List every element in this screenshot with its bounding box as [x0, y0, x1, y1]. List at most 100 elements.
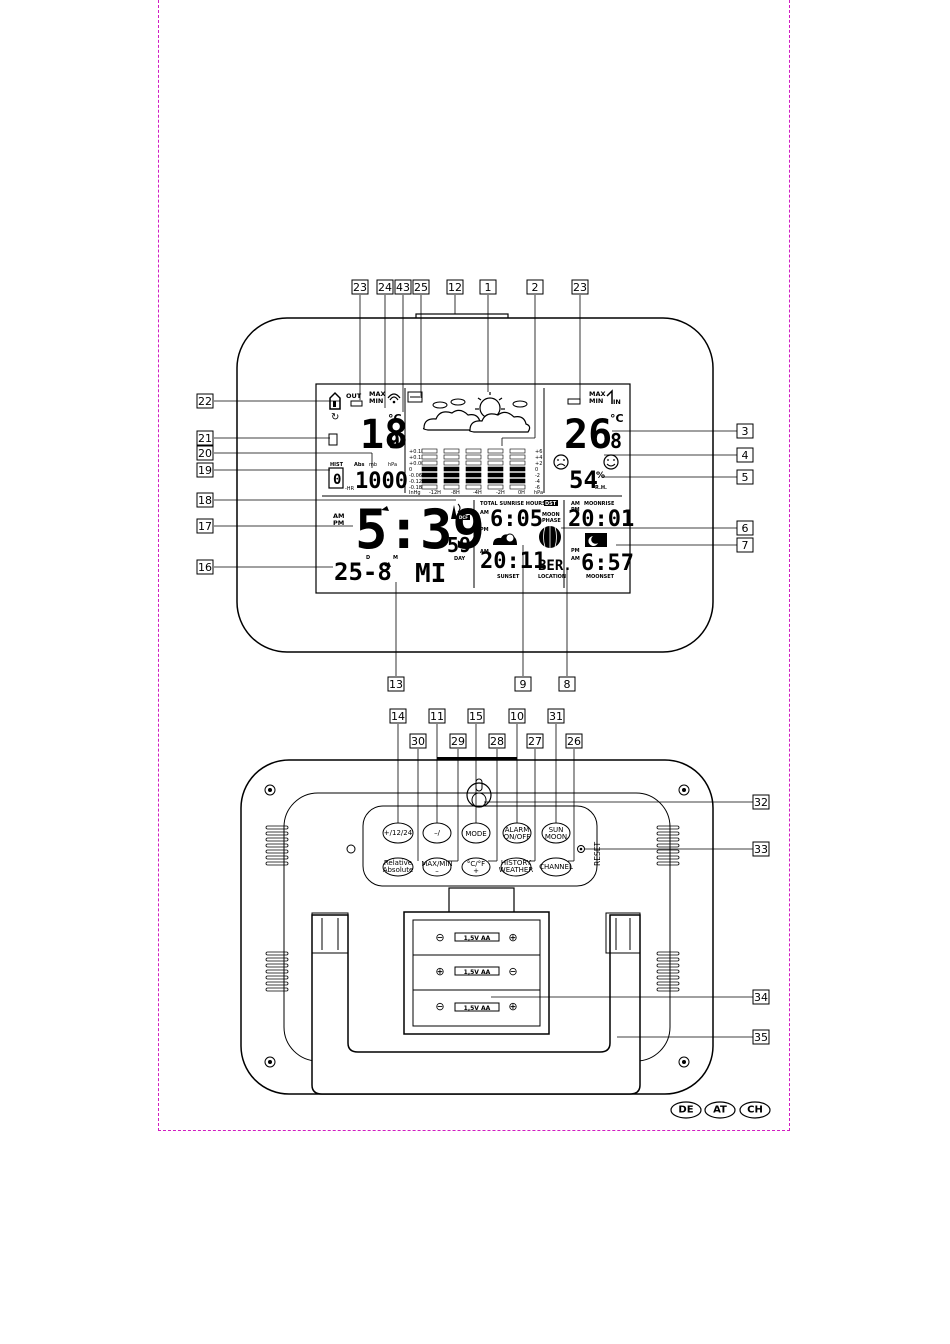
outdoor-section: OUT MAX MIN ↻ 18 9 °C	[328, 390, 408, 458]
minus-rc-button[interactable]: –/	[422, 822, 452, 844]
clock-pm-label: PM	[333, 519, 344, 527]
alarm-on-off-button[interactable]: ALARM ON/OFF	[502, 822, 532, 844]
history-bar-segment	[487, 472, 504, 478]
vent-slot	[656, 987, 680, 992]
svg-text:Relative: Relative	[384, 859, 412, 867]
channel-button[interactable]: CHANNEL	[539, 857, 573, 877]
outdoor-min-label: MIN	[369, 397, 383, 405]
history-weather-button[interactable]: HISTORY WEATHER	[499, 857, 534, 877]
svg-text:12: 12	[448, 281, 462, 294]
day-label: DAY	[454, 556, 466, 562]
svg-text:11: 11	[430, 710, 444, 723]
moonset-pm-label: PM	[571, 548, 580, 554]
vent-slot	[265, 957, 289, 962]
hist-unit: -HR	[345, 486, 355, 492]
sunrise-time: 6:05	[490, 507, 543, 532]
sun-moon-button[interactable]: SUN MOON	[541, 822, 571, 844]
dst-badge	[544, 500, 558, 506]
svg-text:⊖: ⊖	[435, 1000, 444, 1013]
vent-slot	[265, 987, 289, 992]
country-badge-de: DE	[670, 1101, 702, 1119]
front-callout-21: 21	[196, 430, 214, 446]
svg-text:10: 10	[510, 710, 524, 723]
history-bar-segment	[465, 448, 482, 454]
country-badges: DE AT CH	[670, 1101, 771, 1119]
mode-12-24-button[interactable]: +/12/24	[382, 822, 414, 844]
back-callout-27: 27	[526, 733, 544, 749]
battery-3: ⊖ 1,5V AA ⊕	[435, 1000, 517, 1013]
button-panel	[362, 805, 598, 887]
history-bar-segment	[443, 454, 460, 460]
relative-absolute-button[interactable]: Relative Absolute	[382, 857, 414, 877]
svg-text:-4: -4	[535, 479, 540, 485]
svg-text:MAX/MIN: MAX/MIN	[421, 860, 452, 868]
history-bar-segment	[509, 484, 526, 490]
history-bar-segment	[443, 472, 460, 478]
page-frame	[158, 0, 790, 1131]
svg-text:⊖: ⊖	[508, 965, 517, 978]
unit-plus-button[interactable]: °C/°F +	[461, 857, 491, 877]
svg-text:–: –	[435, 867, 439, 875]
svg-text:-2H: -2H	[496, 490, 505, 496]
front-callout-20: 20	[196, 445, 214, 461]
outdoor-temp-main: 18	[360, 412, 408, 458]
svg-text:29: 29	[451, 735, 465, 748]
country-badge-at: AT	[704, 1101, 736, 1119]
back-callout-29: 29	[449, 733, 467, 749]
history-bar-segment	[465, 478, 482, 484]
moonset-label: MOONSET	[586, 574, 615, 580]
front-callout-17: 17	[196, 518, 214, 534]
moonset-time: 6:57	[581, 551, 634, 576]
back-callout-15: 15	[467, 708, 485, 724]
mode-button[interactable]: MODE	[461, 822, 491, 844]
history-bar-segment	[421, 466, 438, 472]
moonrise-pm-label: PM	[571, 507, 580, 513]
max-min-button[interactable]: MAX/MIN –	[421, 857, 453, 877]
front-leader-lines	[214, 295, 737, 676]
svg-text:9: 9	[520, 678, 527, 691]
clock-time: 5:39	[355, 498, 485, 561]
svg-text:–/: –/	[434, 829, 441, 837]
moonrise-am-label: AM	[571, 501, 580, 507]
svg-text:26: 26	[567, 735, 581, 748]
history-bar-segment	[509, 460, 526, 466]
sensor-icon	[407, 391, 423, 403]
humidity-unit: %	[596, 471, 605, 481]
svg-text:-12H: -12H	[429, 490, 441, 496]
svg-text:21: 21	[198, 432, 212, 445]
history-bar-segment	[443, 478, 460, 484]
vent-slot	[265, 969, 289, 974]
front-callout-12: 12	[446, 279, 464, 295]
clock-date: 25-8	[334, 558, 392, 586]
vent-slot	[656, 825, 680, 830]
vent-slot	[656, 849, 680, 854]
svg-text:-0.06: -0.06	[409, 473, 422, 479]
svg-text:⊕: ⊕	[435, 965, 444, 978]
pressure-history-bar-graph: +0.18 +0.12 +0.06 0 -0.06 -0.12 -0.18 In…	[409, 448, 543, 496]
front-callout-23: 23	[571, 279, 589, 295]
svg-text:34: 34	[754, 991, 768, 1004]
happy-face-icon	[603, 454, 619, 470]
back-callout-32: 32	[752, 794, 770, 810]
history-bar-segment	[487, 460, 504, 466]
house-in-icon	[606, 389, 613, 404]
clock-am-label: AM	[333, 512, 345, 520]
battery-1: ⊖ 1,5V AA ⊕	[435, 931, 517, 944]
vent-slot	[265, 825, 289, 830]
in-label: IN	[613, 398, 621, 406]
svg-text:19: 19	[198, 464, 212, 477]
history-bar-segment	[421, 472, 438, 478]
alarm-bell-icon	[381, 506, 389, 511]
sun-pm-label: PM	[480, 527, 489, 533]
back-callout-30: 30	[409, 733, 427, 749]
history-bar-segment	[487, 454, 504, 460]
svg-text:27: 27	[528, 735, 542, 748]
moonrise-label: MOONRISE	[584, 501, 615, 507]
screw-icon	[264, 784, 690, 1068]
svg-text:+0.12: +0.12	[409, 455, 424, 461]
svg-text:23: 23	[573, 281, 587, 294]
country-badge-ch: CH	[739, 1101, 771, 1119]
vent-slot	[265, 981, 289, 986]
svg-text:4: 4	[742, 449, 749, 462]
